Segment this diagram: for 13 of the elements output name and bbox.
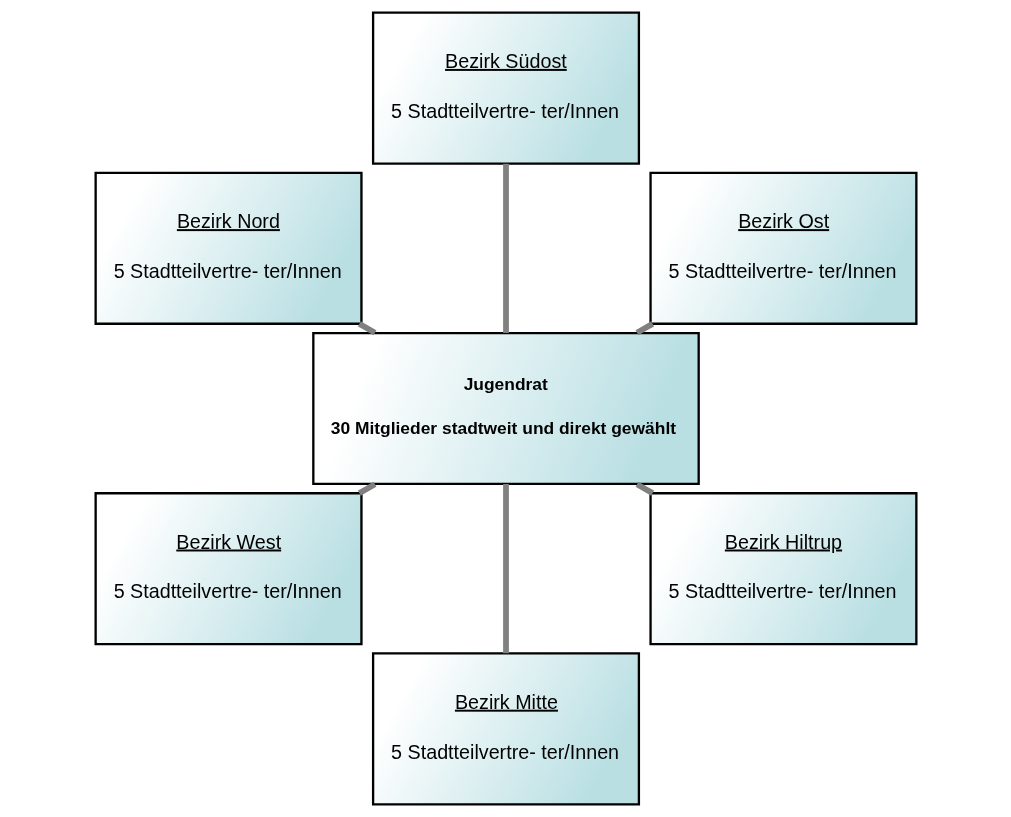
connector [502,163,509,333]
connector [357,481,376,496]
connector [635,481,654,496]
node-box: Jugendrat 30 Mitglieder stadtweit und direkt gewählt [311,331,700,486]
connector [635,321,654,336]
node-box: Bezirk West 5 Stadtteilvertre- ter/Innen [94,492,363,646]
connector [357,321,376,336]
node-box: Bezirk Ost 5 Stadtteilvertre- ter/Innen [648,171,917,325]
node-box: Bezirk Südost 5 Stadtteilvertre- ter/Innen [371,11,640,165]
node-box: Bezirk Mitte 5 Stadtteilvertre- ter/Innen [371,652,640,806]
node-box: Bezirk Nord 5 Stadtteilvertre- ter/Innen [94,171,363,325]
node-box: Bezirk Hiltrup 5 Stadtteilvertre- ter/Innen [648,492,917,646]
connector [502,484,509,654]
